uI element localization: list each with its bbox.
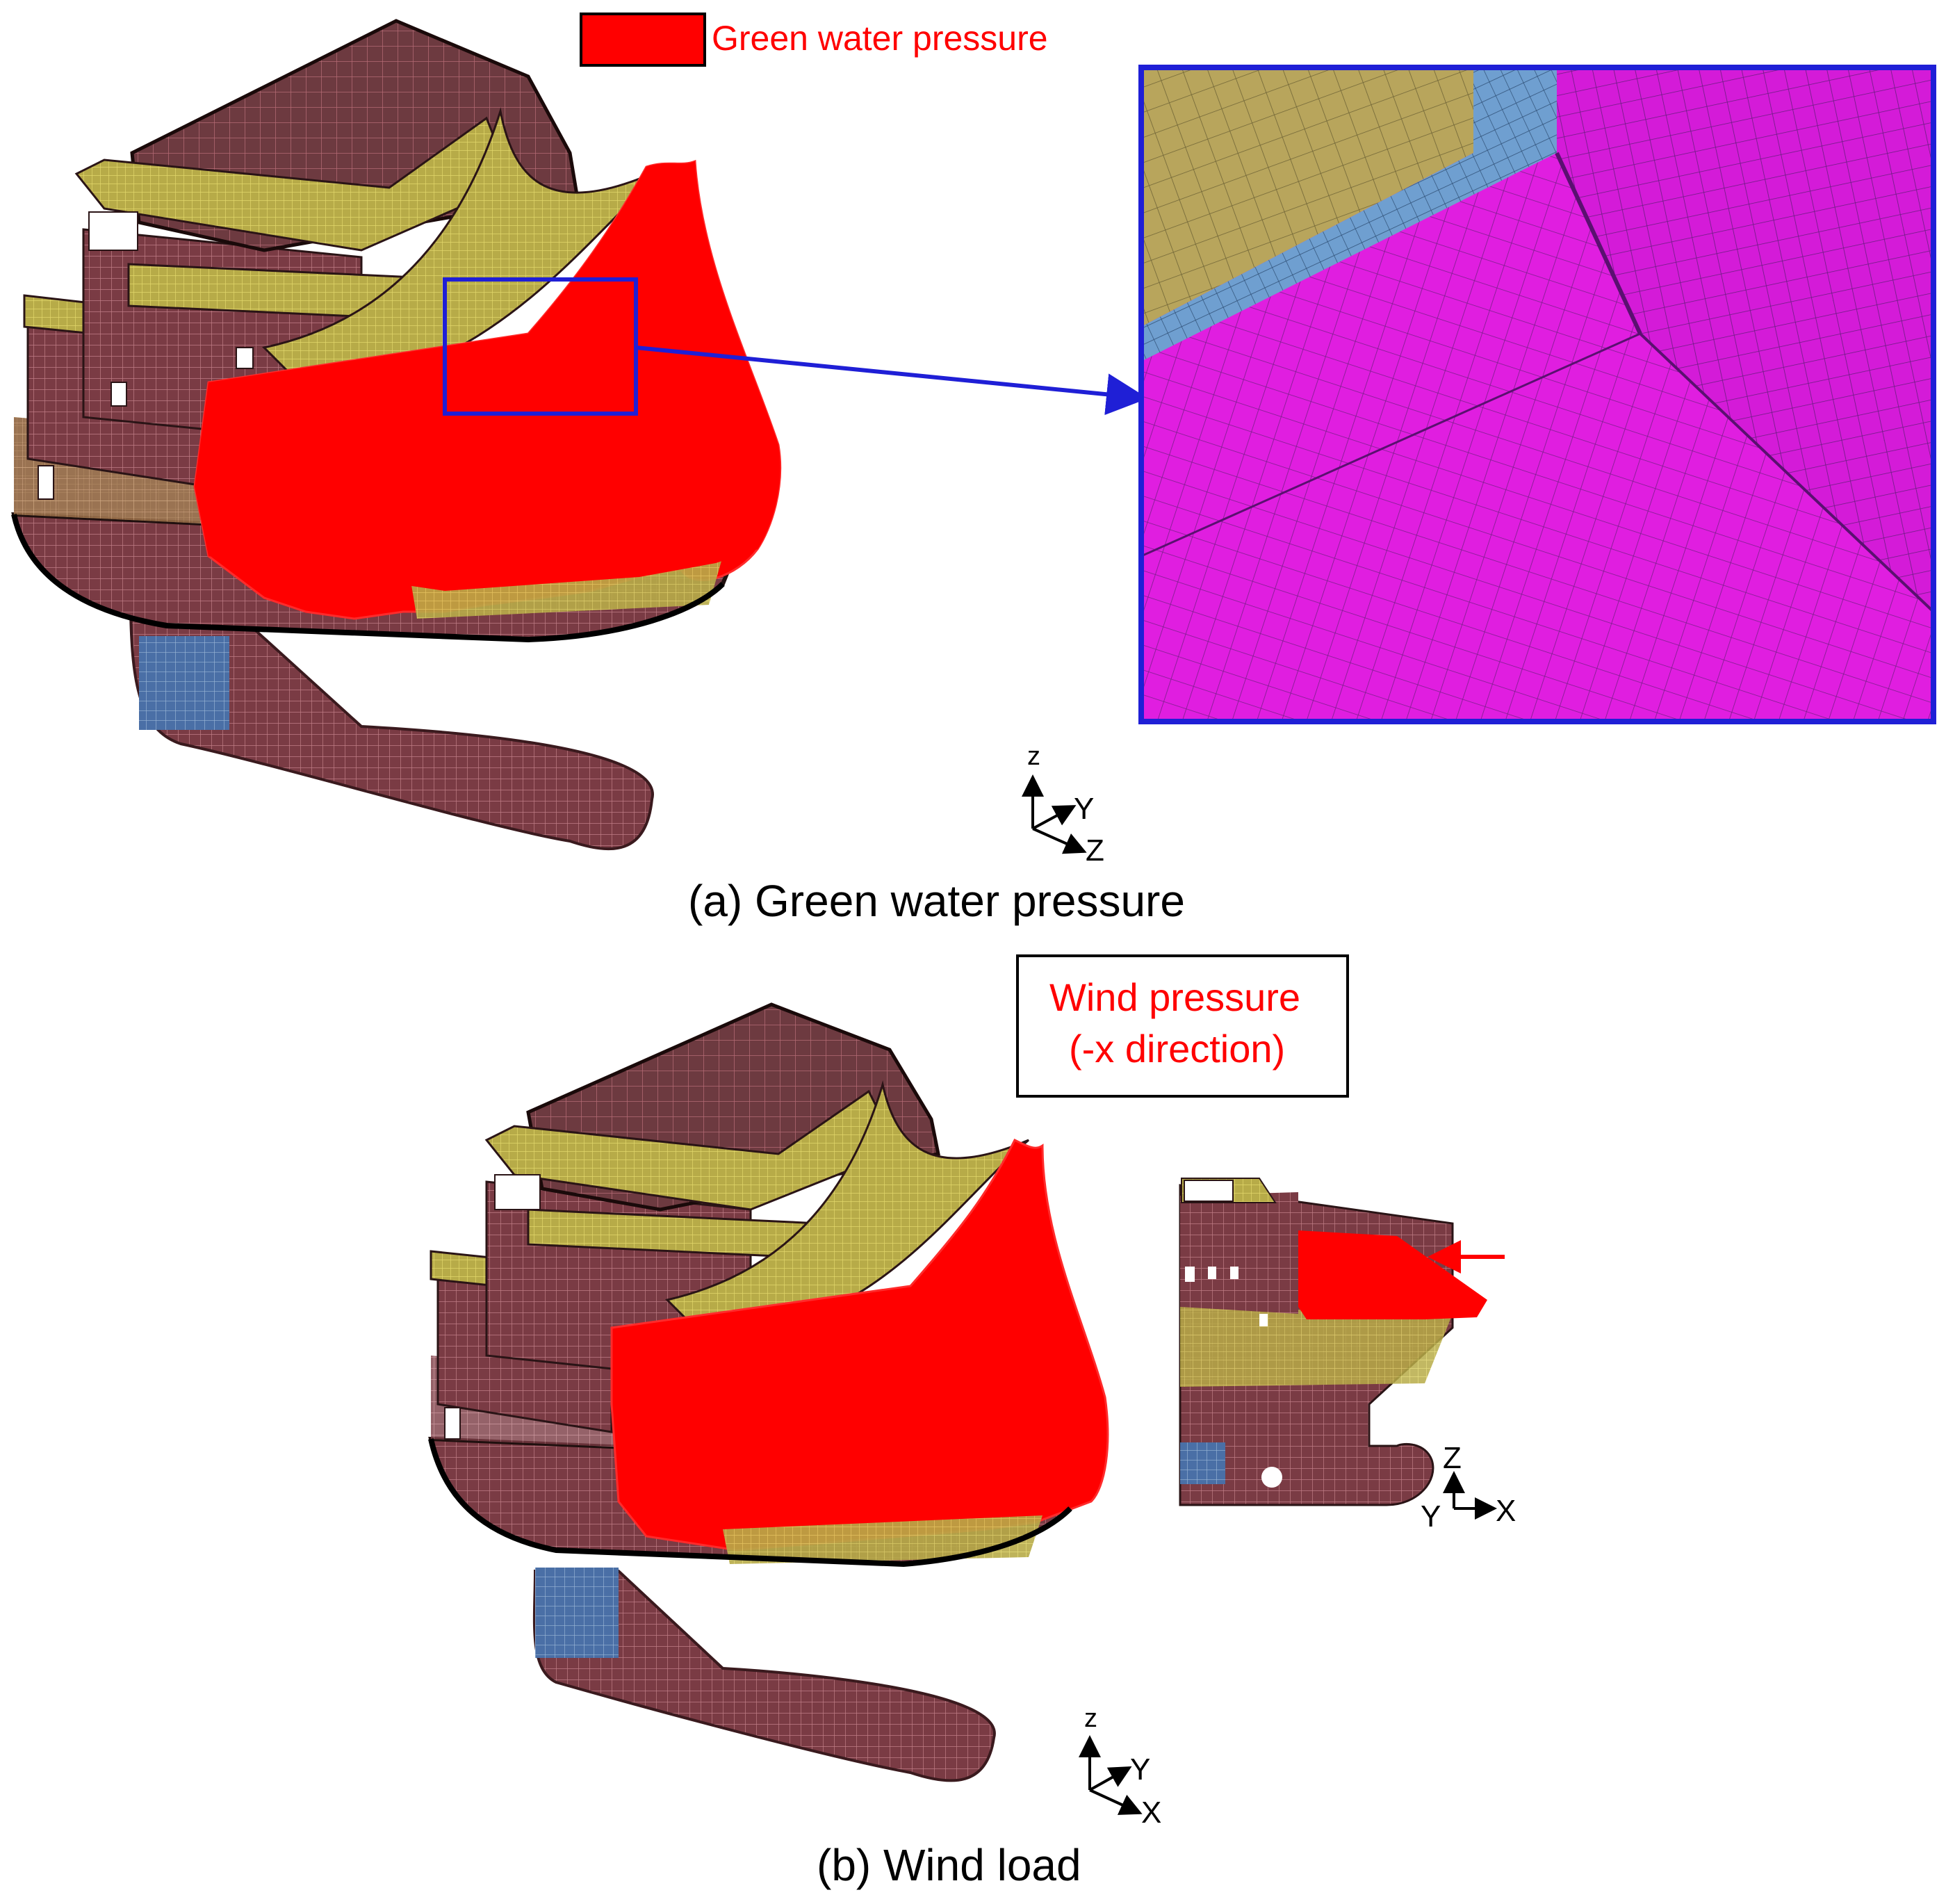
axis-b-vertical: z [1084, 1704, 1097, 1733]
axis-b-diag-up: Y [1130, 1752, 1150, 1787]
axis-b-diag-down: X [1141, 1796, 1161, 1830]
axis-a-diag-up: Y [1074, 792, 1094, 826]
zoom-region-box [443, 277, 638, 416]
panel-b-ship-model [428, 1002, 1109, 1782]
zoom-inset [1138, 65, 1936, 724]
panel-a-ship-model [11, 19, 782, 851]
legend-label-green-water: Green water pressure [712, 19, 1048, 58]
legend-wind-line1: Wind pressure [1049, 975, 1300, 1019]
side-axis-vertical: Z [1443, 1441, 1462, 1475]
panel-b-side-view: Z Y X [1179, 1178, 1516, 1533]
wind-pressure-region [610, 1138, 1109, 1552]
side-axis-horizontal: X [1496, 1494, 1516, 1528]
zoom-arrow [635, 345, 1148, 416]
axis-triad-b: z Y X [1079, 1704, 1161, 1830]
caption-a: (a) Green water pressure [688, 876, 1185, 926]
axis-a-vertical: z [1027, 742, 1040, 771]
legend-swatch-green-water [580, 13, 706, 67]
caption-b: (b) Wind load [817, 1840, 1081, 1890]
legend-wind-line2: (-x direction) [1069, 1027, 1285, 1071]
axis-triad-a: z Y Z [1022, 742, 1104, 868]
axis-a-diag-down: Z [1086, 833, 1104, 868]
side-axis-left: Y [1421, 1499, 1441, 1533]
legend-box-wind [1016, 954, 1349, 1098]
